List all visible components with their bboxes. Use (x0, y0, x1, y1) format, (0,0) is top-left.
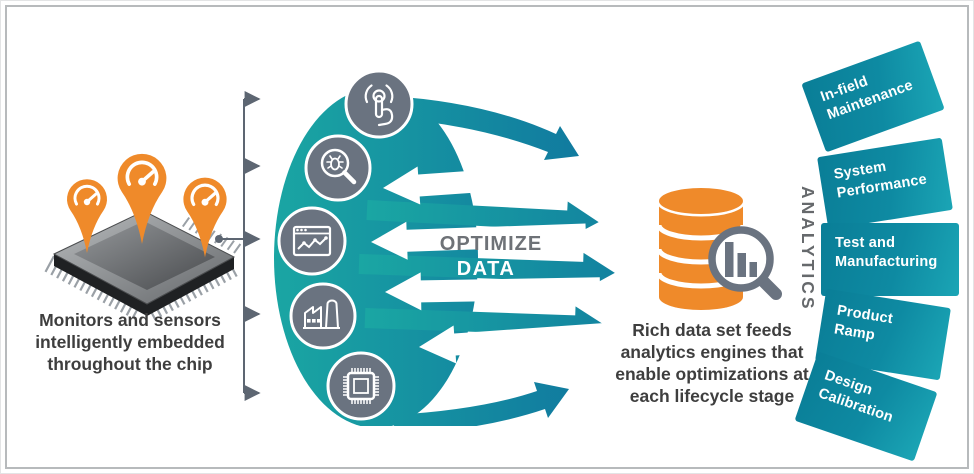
analytics-title: ANALYTICS (798, 186, 818, 312)
chip-body-side (54, 254, 234, 316)
connector-dot (215, 235, 223, 243)
right-caption-line: Rich data set feeds (632, 320, 792, 340)
metrics-window-icon (277, 206, 347, 276)
banner-system-performance: System Performance (817, 137, 953, 230)
touch-icon (344, 69, 414, 139)
left-caption: Monitors and sensors intelligently embed… (19, 309, 241, 375)
chip-die (74, 221, 215, 290)
left-caption-line: Monitors and sensors (39, 310, 221, 330)
banner-in-field-maintenance: In-field Maintenance (801, 40, 945, 153)
gauge-pin-icon (117, 153, 167, 244)
banner-line: Manufacturing (835, 253, 938, 270)
gauge-pin-icon (183, 177, 227, 258)
left-caption-line: throughout the chip (47, 354, 213, 374)
right-caption-line: analytics engines that (620, 342, 804, 362)
factory-icon (289, 282, 357, 350)
arrow-left-1 (383, 162, 599, 205)
arrow-right-1 (366, 200, 599, 240)
arrow-right-2 (358, 252, 615, 291)
bug-search-icon (304, 134, 372, 202)
arrow-left-4 (419, 321, 635, 364)
right-caption-line: enable optimizations at (615, 364, 809, 384)
right-caption: Rich data set feeds analytics engines th… (593, 319, 831, 407)
rich-data-set-illustration (656, 188, 782, 310)
banner-test-and-manufacturing: Test and Manufacturing (821, 223, 959, 296)
gauge-pin-icon (67, 179, 107, 253)
arrow-left-3 (385, 272, 601, 311)
arrow-right-3 (364, 306, 607, 345)
arrow-right-top-curved (387, 96, 579, 160)
magnifier-bar-chart-icon (708, 226, 782, 300)
chip-to-icons-connector (215, 91, 261, 401)
left-caption-line: intelligently embedded (35, 332, 225, 352)
chip-icon (326, 351, 396, 421)
arrow-left-2 (371, 221, 587, 260)
data-label: DATA (456, 258, 516, 280)
optimize-label: OPTIMIZE (439, 233, 543, 255)
chip-with-sensors-illustration (44, 153, 242, 321)
right-caption-line: each lifecycle stage (629, 386, 795, 406)
data-flow-arrows (274, 69, 635, 426)
arrow-right-bottom-curved (393, 382, 569, 426)
banner-line: Test and (835, 235, 896, 251)
